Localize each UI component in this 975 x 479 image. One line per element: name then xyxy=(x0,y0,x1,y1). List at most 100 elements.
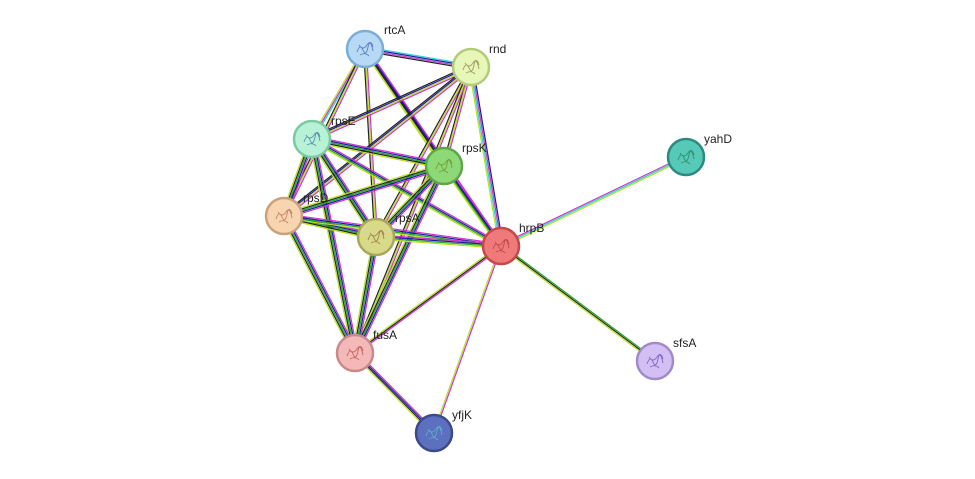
node-circle xyxy=(481,226,521,266)
protein-structure-icon xyxy=(356,42,374,57)
edge-rpsE-fusA xyxy=(308,138,359,354)
edge-evidence-line xyxy=(311,138,377,238)
edge-evidence-line xyxy=(501,157,687,248)
node-label: rpsK xyxy=(462,141,487,155)
edge-evidence-line xyxy=(282,216,355,354)
protein-structure-icon xyxy=(677,150,695,165)
node-circle xyxy=(345,29,385,69)
node-label: yahD xyxy=(704,132,732,146)
edge-evidence-line xyxy=(312,68,473,142)
edge-evidence-line xyxy=(375,66,472,238)
edge-evidence-line xyxy=(311,141,444,170)
edge-evidence-line xyxy=(354,165,445,354)
edge-evidence-line xyxy=(500,155,686,246)
edge-evidence-line xyxy=(311,65,471,139)
node-yahD[interactable]: yahD xyxy=(666,132,732,177)
edge-evidence-line xyxy=(284,168,446,220)
node-hrpB[interactable]: hrpB xyxy=(481,221,544,266)
edge-evidence-line xyxy=(434,246,503,434)
edge-evidence-line xyxy=(312,137,445,166)
node-circle xyxy=(356,217,396,257)
edge-evidence-line xyxy=(312,136,503,245)
edge-evidence-line xyxy=(284,67,472,218)
edge-rpsK-rpsD xyxy=(282,162,446,220)
node-rpsD[interactable]: rpsD xyxy=(264,191,329,236)
edge-hrpB-sfsA xyxy=(499,244,657,363)
edge-evidence-line xyxy=(311,138,445,167)
edge-evidence-line xyxy=(354,236,377,354)
edge-rpsE-hrpB xyxy=(310,136,503,249)
nodes-layer: rtcA rnd rpsE rpsK rpsD rpsA hrpB yahD fusA sfsA y… xyxy=(264,23,732,453)
node-label: rtcA xyxy=(384,23,405,37)
node-circle xyxy=(424,146,464,186)
node-circle xyxy=(666,137,706,177)
node-label: yfjK xyxy=(452,408,472,422)
node-rnd[interactable]: rnd xyxy=(451,42,506,87)
edge-evidence-line xyxy=(355,166,446,354)
edge-evidence-line xyxy=(283,164,444,216)
edge-evidence-line xyxy=(499,246,655,363)
edge-evidence-line xyxy=(501,244,657,361)
node-circle xyxy=(451,47,491,87)
edge-evidence-line xyxy=(280,217,354,355)
edge-rnd-hrpB xyxy=(468,66,504,247)
edge-rnd-rpsA xyxy=(374,66,473,238)
protein-structure-icon xyxy=(303,132,321,147)
protein-structure-icon xyxy=(367,230,385,245)
edge-evidence-line xyxy=(353,244,501,353)
edge-evidence-line xyxy=(311,138,356,354)
edge-evidence-line xyxy=(283,165,445,217)
edge-evidence-line xyxy=(283,65,471,216)
edge-evidence-line xyxy=(376,235,502,246)
node-rpsA[interactable]: rpsA xyxy=(356,211,420,257)
node-sfsA[interactable]: sfsA xyxy=(635,336,696,381)
node-circle xyxy=(335,333,375,373)
node-label: rpsE xyxy=(331,114,356,128)
edge-evidence-line xyxy=(375,238,501,249)
edge-evidence-line xyxy=(376,234,502,245)
protein-structure-icon xyxy=(346,346,364,361)
edge-evidence-line xyxy=(310,139,355,354)
node-circle xyxy=(292,119,332,159)
edge-hrpB-yahD xyxy=(500,155,687,248)
edge-evidence-line xyxy=(283,215,356,354)
protein-structure-icon xyxy=(492,239,510,254)
edge-evidence-line xyxy=(471,66,503,246)
edge-evidence-line xyxy=(353,165,444,353)
edge-evidence-line xyxy=(500,245,656,362)
edge-evidence-line xyxy=(355,246,503,355)
edge-evidence-line xyxy=(311,139,501,248)
edge-rnd-rpsD xyxy=(282,64,473,219)
edge-rpsD-fusA xyxy=(280,214,359,355)
node-label: rpsD xyxy=(303,191,329,205)
edge-evidence-line xyxy=(363,49,376,238)
edge-evidence-line xyxy=(310,140,501,249)
edge-evidence-line xyxy=(354,245,502,354)
protein-structure-icon xyxy=(435,159,453,174)
edge-evidence-line xyxy=(285,214,359,352)
node-rpsE[interactable]: rpsE xyxy=(292,114,356,159)
edge-evidence-line xyxy=(357,237,380,354)
edge-evidence-line xyxy=(353,66,471,353)
edge-evidence-line xyxy=(351,164,443,353)
edge-evidence-line xyxy=(314,138,359,353)
edge-rpsE-rpsA xyxy=(309,137,379,239)
edge-evidence-line xyxy=(364,48,377,238)
node-yfjK[interactable]: yfjK xyxy=(414,408,472,453)
edge-evidence-line xyxy=(432,245,501,433)
edge-evidence-line xyxy=(376,67,473,238)
edge-rpsA-fusA xyxy=(351,236,380,354)
node-label: rnd xyxy=(489,42,506,56)
edge-hrpB-fusA xyxy=(353,244,503,355)
edge-evidence-line xyxy=(313,137,379,236)
node-fusA[interactable]: fusA xyxy=(335,328,397,373)
node-rtcA[interactable]: rtcA xyxy=(345,23,405,69)
edge-evidence-line xyxy=(353,236,376,353)
edge-rpsA-hrpB xyxy=(375,234,502,249)
edge-evidence-line xyxy=(312,137,378,237)
edge-evidence-line xyxy=(472,66,504,246)
edge-evidence-line xyxy=(312,138,357,353)
node-rpsK[interactable]: rpsK xyxy=(424,141,487,186)
protein-structure-icon xyxy=(646,354,664,369)
node-label: sfsA xyxy=(673,336,696,350)
